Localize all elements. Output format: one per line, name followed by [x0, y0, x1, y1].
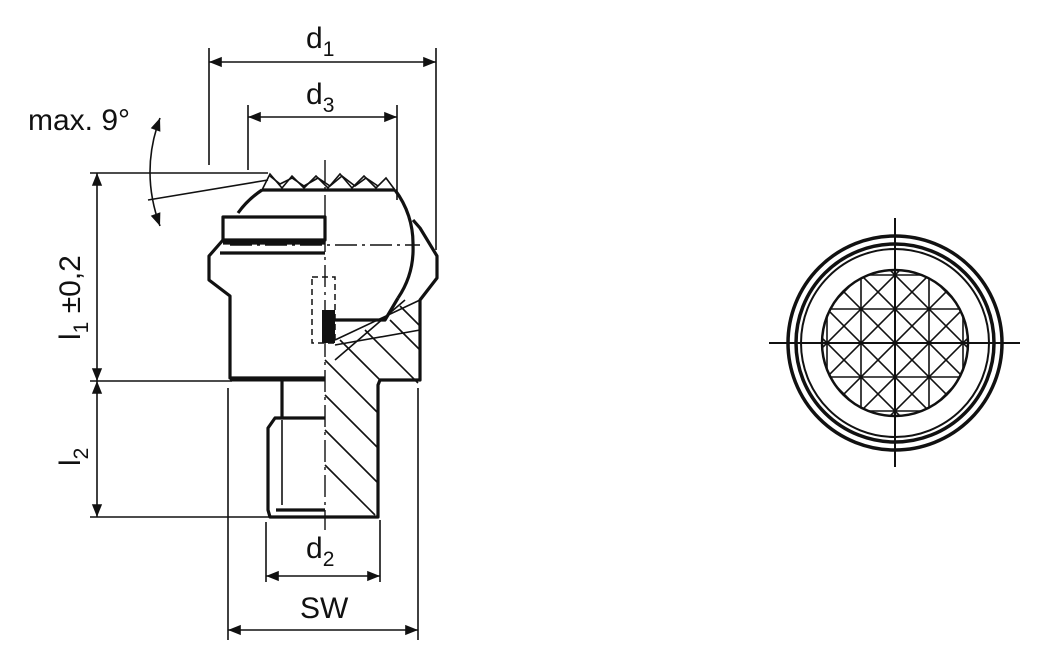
extension-lines — [90, 48, 437, 640]
label-l2: l2 — [54, 448, 93, 466]
part-outline — [207, 160, 439, 530]
label-d3: d3 — [306, 78, 334, 117]
label-sw: SW — [300, 592, 349, 625]
top-view — [591, 218, 1020, 467]
knurl-line — [591, 243, 791, 443]
label-d1: d1 — [306, 22, 334, 61]
section-hatch — [324, 299, 421, 516]
label-d2: d2 — [306, 532, 334, 571]
side-view: d1 d3 max. 9° l1 ±0,2 l2 d2 SW — [28, 22, 439, 640]
knurl-line — [591, 243, 791, 443]
label-angle: max. 9° — [28, 104, 130, 137]
angle-indicator — [147, 117, 269, 227]
serrations — [261, 172, 396, 191]
label-l1: l1 ±0,2 — [54, 255, 93, 340]
